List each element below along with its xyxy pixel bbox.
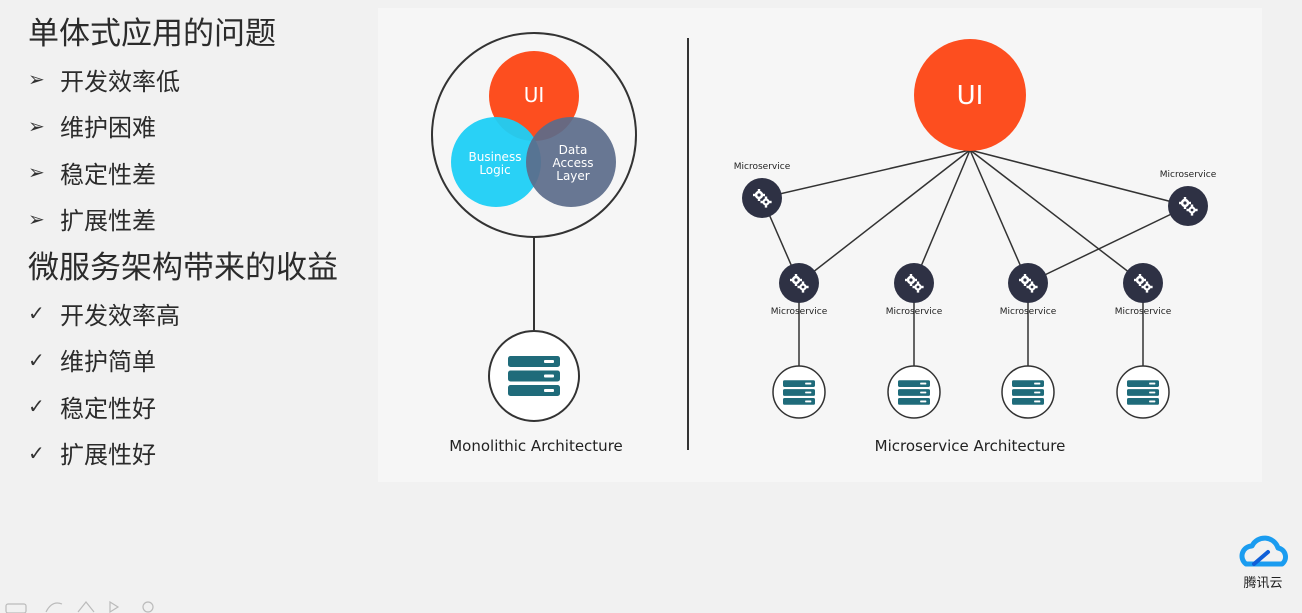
data-access-circle	[526, 117, 616, 207]
arrow-bullet-icon: ➢	[28, 160, 45, 185]
arrow-bullet-icon: ➢	[28, 67, 45, 92]
list-item: ✓扩展性好	[28, 440, 156, 470]
business-logic-circle	[451, 117, 541, 207]
business-logic-label-2: Logic	[479, 163, 510, 177]
data-access-label-3: Layer	[556, 169, 590, 183]
micro-ui-circle	[914, 39, 1026, 151]
problems-title: 单体式应用的问题	[28, 16, 276, 52]
microservice-node: Microservice	[886, 263, 943, 419]
arrow-bullet-icon: ➢	[28, 206, 45, 231]
microservice-node: Microservice	[1000, 263, 1057, 419]
microservice-links	[761, 149, 1189, 376]
text-panel: 单体式应用的问题 ➢开发效率低 ➢维护困难 ➢稳定性差 ➢扩展性差 微服务架构带…	[28, 12, 378, 476]
arrow-bullet-icon: ➢	[28, 113, 45, 138]
micro-ui-label: UI	[957, 81, 984, 111]
benefits-list: ✓开发效率高 ✓维护简单 ✓稳定性好 ✓扩展性好	[28, 290, 378, 476]
business-logic-label-1: Business	[469, 150, 522, 164]
keyboard-icon[interactable]	[5, 603, 27, 613]
check-bullet-icon: ✓	[28, 440, 45, 465]
mono-ui-label: UI	[524, 83, 545, 107]
list-item: ✓开发效率高	[28, 301, 180, 330]
server-icon	[898, 380, 930, 405]
micro-caption: Microservice Architecture	[875, 437, 1066, 455]
microservice-label: Microservice	[1000, 307, 1057, 317]
list-item: ➢维护困难	[28, 113, 156, 143]
benefits-title: 微服务架构带来的收益	[28, 250, 338, 286]
server-icon	[783, 380, 815, 405]
list-item: ✓稳定性好	[28, 394, 156, 423]
server-icon	[508, 356, 560, 396]
problems-list: ➢开发效率低 ➢维护困难 ➢稳定性差 ➢扩展性差	[28, 56, 378, 242]
microservice-label: Microservice	[1115, 307, 1172, 317]
architecture-diagram: UI Business Logic Data Access Layer Mono…	[378, 8, 1262, 482]
check-bullet-icon: ✓	[28, 301, 45, 326]
mono-caption: Monolithic Architecture	[449, 437, 623, 455]
microservice-node: Microservice	[1160, 170, 1217, 226]
zoom-icon[interactable]	[142, 601, 154, 613]
list-item: ➢扩展性差	[28, 206, 156, 236]
check-bullet-icon: ✓	[28, 394, 45, 419]
microservice-architecture: UI Microservice Microservice Microservic…	[734, 39, 1217, 455]
microservice-label: Microservice	[1160, 170, 1217, 180]
microservice-label: Microservice	[734, 162, 791, 172]
check-bullet-icon: ✓	[28, 347, 45, 372]
microservice-node: Microservice	[771, 263, 828, 419]
list-item: ✓维护简单	[28, 347, 156, 377]
microservice-node: Microservice	[734, 162, 791, 218]
list-item: ➢开发效率低	[28, 67, 180, 96]
up-icon[interactable]	[77, 601, 95, 613]
play-icon[interactable]	[109, 600, 120, 613]
logo-text: 腾讯云	[1243, 576, 1283, 591]
microservice-label: Microservice	[886, 307, 943, 317]
architecture-diagram-svg: UI Business Logic Data Access Layer Mono…	[431, 32, 1217, 455]
list-item: ➢稳定性差	[28, 160, 156, 189]
microservice-label: Microservice	[771, 307, 828, 317]
slide-toolbar[interactable]	[0, 598, 170, 613]
server-icon	[1127, 380, 1159, 405]
data-access-label-2: Access	[552, 156, 593, 170]
tencent-cloud-logo-icon	[1239, 535, 1288, 567]
monolithic-architecture: UI Business Logic Data Access Layer Mono…	[431, 32, 637, 455]
mono-ui-circle	[489, 51, 579, 141]
microservice-node: Microservice	[1115, 263, 1172, 419]
data-access-label-1: Data	[559, 143, 588, 157]
server-icon	[1012, 380, 1044, 405]
pen-icon[interactable]	[45, 602, 63, 613]
